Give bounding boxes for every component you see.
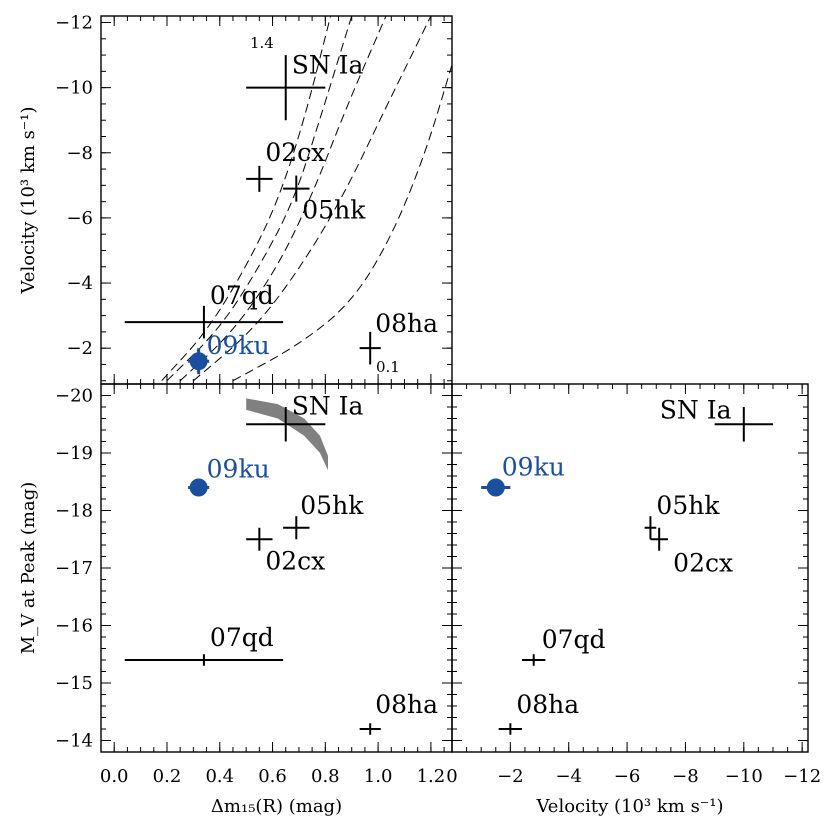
label-09ku: 09ku — [502, 453, 565, 482]
label-05hk: 05hk — [300, 491, 364, 520]
x-axis-title: Δm₁₅(R) (mag) — [211, 796, 342, 817]
panel-frame — [451, 383, 809, 753]
ytick-label: −19 — [55, 443, 93, 464]
xtick-label: 0.4 — [205, 766, 234, 787]
curve-label-0-1: 0.1 — [376, 358, 400, 376]
model-band — [246, 398, 328, 471]
label-sn-ia: SN Ia — [660, 395, 732, 424]
model-curve-3 — [179, 16, 387, 382]
xtick-label: 0.8 — [311, 766, 340, 787]
panel-bottom-right: SN Ia 09ku 05hk 02cx 07qd 08ha 0 −2 −4 −6 −8 −10 −12… — [446, 383, 821, 817]
model-curve-4 — [193, 16, 432, 382]
label-08ha: 08ha — [375, 690, 438, 719]
point-09ku — [189, 352, 208, 371]
point-09ku — [486, 478, 505, 497]
ytick-label: −18 — [55, 501, 93, 522]
label-07qd: 07qd — [210, 623, 274, 652]
xtick-label: 0.0 — [100, 766, 129, 787]
ytick-label: −4 — [66, 273, 93, 294]
xtick-label: −10 — [725, 766, 763, 787]
ytick-label: −10 — [55, 78, 93, 99]
label-sn-ia: SN Ia — [292, 51, 364, 80]
xtick-label: −6 — [614, 766, 641, 787]
label-08ha: 08ha — [516, 690, 579, 719]
model-curve-1 — [161, 16, 332, 382]
xtick-label: −2 — [497, 766, 524, 787]
ytick-label: −17 — [55, 558, 93, 579]
ytick-label: −2 — [66, 338, 93, 359]
xtick-label: 0.2 — [153, 766, 182, 787]
label-07qd: 07qd — [542, 625, 606, 654]
ytick-label: −16 — [55, 616, 93, 637]
ytick-label: −15 — [55, 673, 93, 694]
label-sn-ia: SN Ia — [292, 391, 364, 420]
xtick-label: 0 — [446, 766, 457, 787]
curve-label-1-4: 1.4 — [250, 34, 274, 52]
point-09ku — [189, 478, 208, 497]
panel-top-left: 1.4 0.1 SN Ia 02cx 05hk 07qd 08ha 09ku −2 −4 −6 −8 −… — [18, 13, 453, 385]
label-08ha: 08ha — [375, 309, 438, 338]
xtick-label: −4 — [555, 766, 582, 787]
xtick-label: 1.2 — [417, 766, 446, 787]
label-09ku: 09ku — [207, 331, 270, 360]
ytick-label: −12 — [55, 13, 93, 34]
xtick-label: −12 — [783, 766, 821, 787]
label-02cx: 02cx — [265, 138, 325, 167]
panel-bottom-left: SN Ia 09ku 05hk 02cx 07qd 08ha −14 −15 −16 −17 −18… — [18, 383, 453, 817]
label-07qd: 07qd — [210, 281, 274, 310]
xtick-label: −8 — [672, 766, 699, 787]
model-curve-5 — [232, 64, 452, 382]
label-09ku: 09ku — [207, 455, 270, 484]
y-axis-title: M_V at Peak (mag) — [18, 482, 39, 655]
ytick-label: −8 — [66, 143, 93, 164]
ytick-label: −14 — [55, 731, 93, 752]
label-05hk: 05hk — [302, 196, 366, 225]
ytick-label: −20 — [55, 386, 93, 407]
xtick-label: 1.0 — [364, 766, 393, 787]
y-axis-title: Velocity (10³ km s⁻¹) — [18, 106, 39, 294]
label-02cx: 02cx — [265, 546, 325, 575]
label-05hk: 05hk — [656, 491, 720, 520]
ytick-label: −6 — [66, 208, 93, 229]
label-02cx: 02cx — [673, 548, 733, 577]
xtick-label: 0.6 — [258, 766, 287, 787]
x-axis-title: Velocity (10³ km s⁻¹) — [535, 796, 723, 817]
